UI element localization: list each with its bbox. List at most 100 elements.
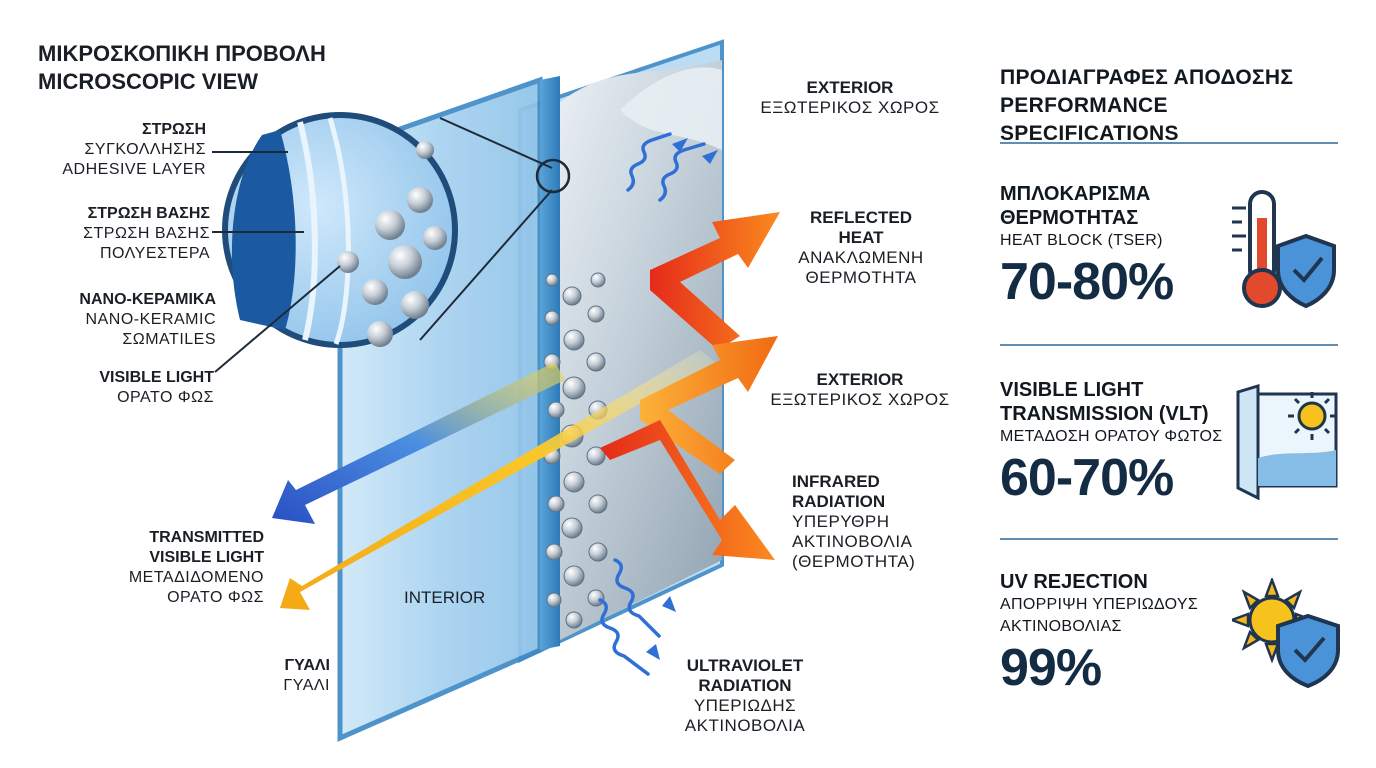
spec-vlt-sub: ΜΕΤΑΔΟΣΗ ΟΡΑΤΟΥ ΦΩΤΟΣ <box>1000 428 1223 445</box>
specs-title-el: ΠΡΟΔΙΑΓΡΑΦΕΣ ΑΠΟΔΟΣΗΣ <box>1000 66 1294 89</box>
nano-particle <box>587 305 605 323</box>
ultraviolet-l2: RADIATION <box>698 676 792 695</box>
exterior-mid-label: EXTERIOR ΕΞΩΤΕΡΙΚΟΣ ΧΩΡΟΣ <box>750 370 970 410</box>
nano-particle <box>563 329 585 351</box>
nano-ceramic-label: NANO-KEPAMIKA NANO-KERAMIC ΣΩMATILES <box>40 290 216 350</box>
reflected-l4: ΘΕΡΜΟΤΗΤΑ <box>805 268 917 287</box>
glass-l1: ΓΥΑΛΙ <box>284 657 330 674</box>
sun-shield-icon <box>1232 578 1340 689</box>
nano-particle <box>545 273 559 287</box>
nano-particle <box>586 446 606 466</box>
uv-wave-arrows <box>598 132 706 676</box>
nano-l1: NANO-KEPAMIKA <box>79 291 216 308</box>
ultraviolet-l3: ΥΠΕΡΙΩΔΗΣ <box>693 696 797 715</box>
specs-title-en: PERFORMANCE SPECIFICATIONS <box>1000 94 1179 145</box>
ultraviolet-label: ULTRAVIOLET RADIATION ΥΠΕΡΙΩΔΗΣ ΑΚΤΙΝΟΒΟ… <box>660 656 830 736</box>
microscopic-title: ΜΙΚΡΟΣΚΟΠΙΚΗ ΠΡΟΒΟΛΗ MICROSCOPIC VIEW <box>38 40 326 96</box>
spec-heat-t2: ΘΕΡΜΟΤΗΤΑΣ <box>1000 207 1139 229</box>
spec-heat-t1: ΜΠΛΟΚΑΡΙΣΜΑ <box>1000 183 1151 205</box>
transmitted-l4: ΟΡΑΤΟ ΦΩΣ <box>167 589 264 606</box>
reflected-heat-label: REFLECTED HEAT ΑΝΑΚΛΩΜΕΝΗ ΘΕΡΜΟΤΗΤΑ <box>770 208 952 288</box>
nano-particle <box>545 543 563 561</box>
transmitted-l2: VISIBLE LIGHT <box>149 549 264 566</box>
infrared-arrow <box>600 336 778 560</box>
leader-lines <box>212 151 341 373</box>
infrared-label: INFRARED RADIATION ΥΠΕΡΥΘΡΗ ΑΚΤΙΝΟΒΟΛΙΑ … <box>792 472 915 572</box>
infrared-l5: (ΘΕΡΜΟΤΗΤΑ) <box>792 552 916 571</box>
spec-vlt-t2: TRANSMISSION (VLT) <box>1000 403 1209 425</box>
glass-l2: ΓΥΑΛΙ <box>283 677 330 694</box>
divider <box>1000 538 1338 540</box>
nano-particle <box>547 495 565 513</box>
nano-particle <box>563 471 585 493</box>
transmitted-light-label: TRANSMITTED VISIBLE LIGHT ΜΕΤΑΔΙΔΟΜΕΝΟ Ο… <box>60 528 264 608</box>
visible-l1: VISIBLE LIGHT <box>99 369 214 386</box>
specs-header: ΠΡΟΔΙΑΓΡΑΦΕΣ ΑΠΟΔΟΣΗΣ PERFORMANCE SPECIF… <box>1000 64 1340 148</box>
transmitted-l3: ΜΕΤΑΔΙΔΟΜΕΝΟ <box>128 569 264 586</box>
base-l2: ΣΤΡΩΣΗ ΒΑΣΗΣ <box>83 225 210 242</box>
spec-heat-sub: HEAT BLOCK (TSER) <box>1000 232 1163 249</box>
base-l3: ΠΟΛΥΕΣΤΕΡΑ <box>99 245 210 262</box>
transmitted-light-arrow <box>272 362 565 524</box>
exterior-top-l2: ΕΞΩΤΕΡΙΚΟΣ ΧΩΡΟΣ <box>760 98 940 117</box>
exterior-mid-l2: ΕΞΩΤΕΡΙΚΟΣ ΧΩΡΟΣ <box>770 390 950 409</box>
divider <box>1000 344 1338 346</box>
visible-light-arrow <box>280 350 715 610</box>
spec-vlt-value: 60-70% <box>1000 449 1174 507</box>
microscopic-title-el: ΜΙΚΡΟΣΚΟΠΙΚΗ ΠΡΟΒΟΛΗ <box>38 41 326 66</box>
reflected-l3: ΑΝΑΚΛΩΜΕΝΗ <box>798 248 924 267</box>
nano-l2: NANO-KERAMIC <box>85 311 216 328</box>
nano-particle <box>586 352 606 372</box>
nano-particle <box>544 310 560 326</box>
spec-vlt-t1: VISIBLE LIGHT <box>1000 379 1144 401</box>
nano-particle <box>588 542 608 562</box>
nano-particle <box>547 401 565 419</box>
window-sun-icon <box>1236 384 1338 500</box>
reflected-l1: REFLECTED <box>810 208 912 227</box>
microscopic-title-en: MICROSCOPIC VIEW <box>38 69 259 94</box>
spec-uv-t1: UV REJECTION <box>1000 571 1148 593</box>
thermometer-shield-icon <box>1232 190 1336 309</box>
nano-particle <box>587 589 605 607</box>
spec-uv-sub: ΑΠΟΡΡΙΨΗ ΥΠΕΡΙΩΔΟΥΣ <box>1000 596 1199 613</box>
nano-particle <box>590 272 606 288</box>
visible-light-label: VISIBLE LIGHT ΟΡΑΤΟ ΦΩΣ <box>40 368 214 408</box>
nano-particle <box>563 565 585 587</box>
spec-heat-value: 70-80% <box>1000 253 1174 311</box>
film-layer <box>531 60 722 640</box>
glass-label: ΓΥΑΛΙ ΓΥΑΛΙ <box>240 656 330 696</box>
infrared-l1: INFRARED <box>792 472 880 491</box>
adhesive-l3: ADHESIVE LAYER <box>62 161 206 178</box>
exterior-top-l1: EXTERIOR <box>806 78 894 97</box>
nano-particle <box>565 611 583 629</box>
divider <box>1000 142 1338 144</box>
nano-particle <box>588 494 608 514</box>
transmitted-l1: TRANSMITTED <box>149 529 264 546</box>
spec-uv: UV REJECTION ΑΠΟΡΡΙΨΗ ΥΠΕΡΙΩΔΟΥΣ ΑΚΤΙΝΟΒ… <box>1000 570 1240 698</box>
nano-particle <box>546 592 562 608</box>
adhesive-l1: ΣΤΡΩΣΗ <box>141 121 206 138</box>
spec-uv-sub2: ΑΚΤΙΝΟΒΟΛΙΑΣ <box>1000 618 1122 635</box>
exterior-top-label: EXTERIOR ΕΞΩΤΕΡΙΚΟΣ ΧΩΡΟΣ <box>745 78 955 118</box>
spec-heat-block: ΜΠΛΟΚΑΡΙΣΜΑ ΘΕΡΜΟΤΗΤΑΣ HEAT BLOCK (TSER)… <box>1000 182 1240 312</box>
spec-vlt: VISIBLE LIGHT TRANSMISSION (VLT) ΜΕΤΑΔΟΣ… <box>1000 378 1250 508</box>
infrared-l4: ΑΚΤΙΝΟΒΟΛΙΑ <box>792 532 913 551</box>
nano-particle <box>561 517 583 539</box>
infrared-l3: ΥΠΕΡΥΘΡΗ <box>792 512 890 531</box>
nano-particle <box>562 286 582 306</box>
magnifier-lens <box>222 112 571 348</box>
nano-particle <box>562 376 586 400</box>
exterior-mid-l1: EXTERIOR <box>816 370 904 389</box>
adhesive-l2: ΣΥΓΚΟΛΛΗΣΗΣ <box>84 141 206 158</box>
reflected-l2: HEAT <box>838 228 884 247</box>
visible-l2: ΟΡΑΤΟ ΦΩΣ <box>117 389 214 406</box>
adhesive-layer-label: ΣΤΡΩΣΗ ΣΥΓΚΟΛΛΗΣΗΣ ADHESIVE LAYER <box>40 120 206 180</box>
interior-label: INTERIOR <box>404 588 486 607</box>
ultraviolet-l1: ULTRAVIOLET <box>686 656 804 675</box>
base-l1: ΣΤΡΩΣΗ ΒΑΣΗΣ <box>87 205 210 222</box>
uv-arrowheads <box>646 138 718 660</box>
nano-l3: ΣΩMATILES <box>122 331 216 348</box>
ultraviolet-l4: ΑΚΤΙΝΟΒΟΛΙΑ <box>684 716 806 735</box>
spec-uv-value: 99% <box>1000 639 1102 697</box>
